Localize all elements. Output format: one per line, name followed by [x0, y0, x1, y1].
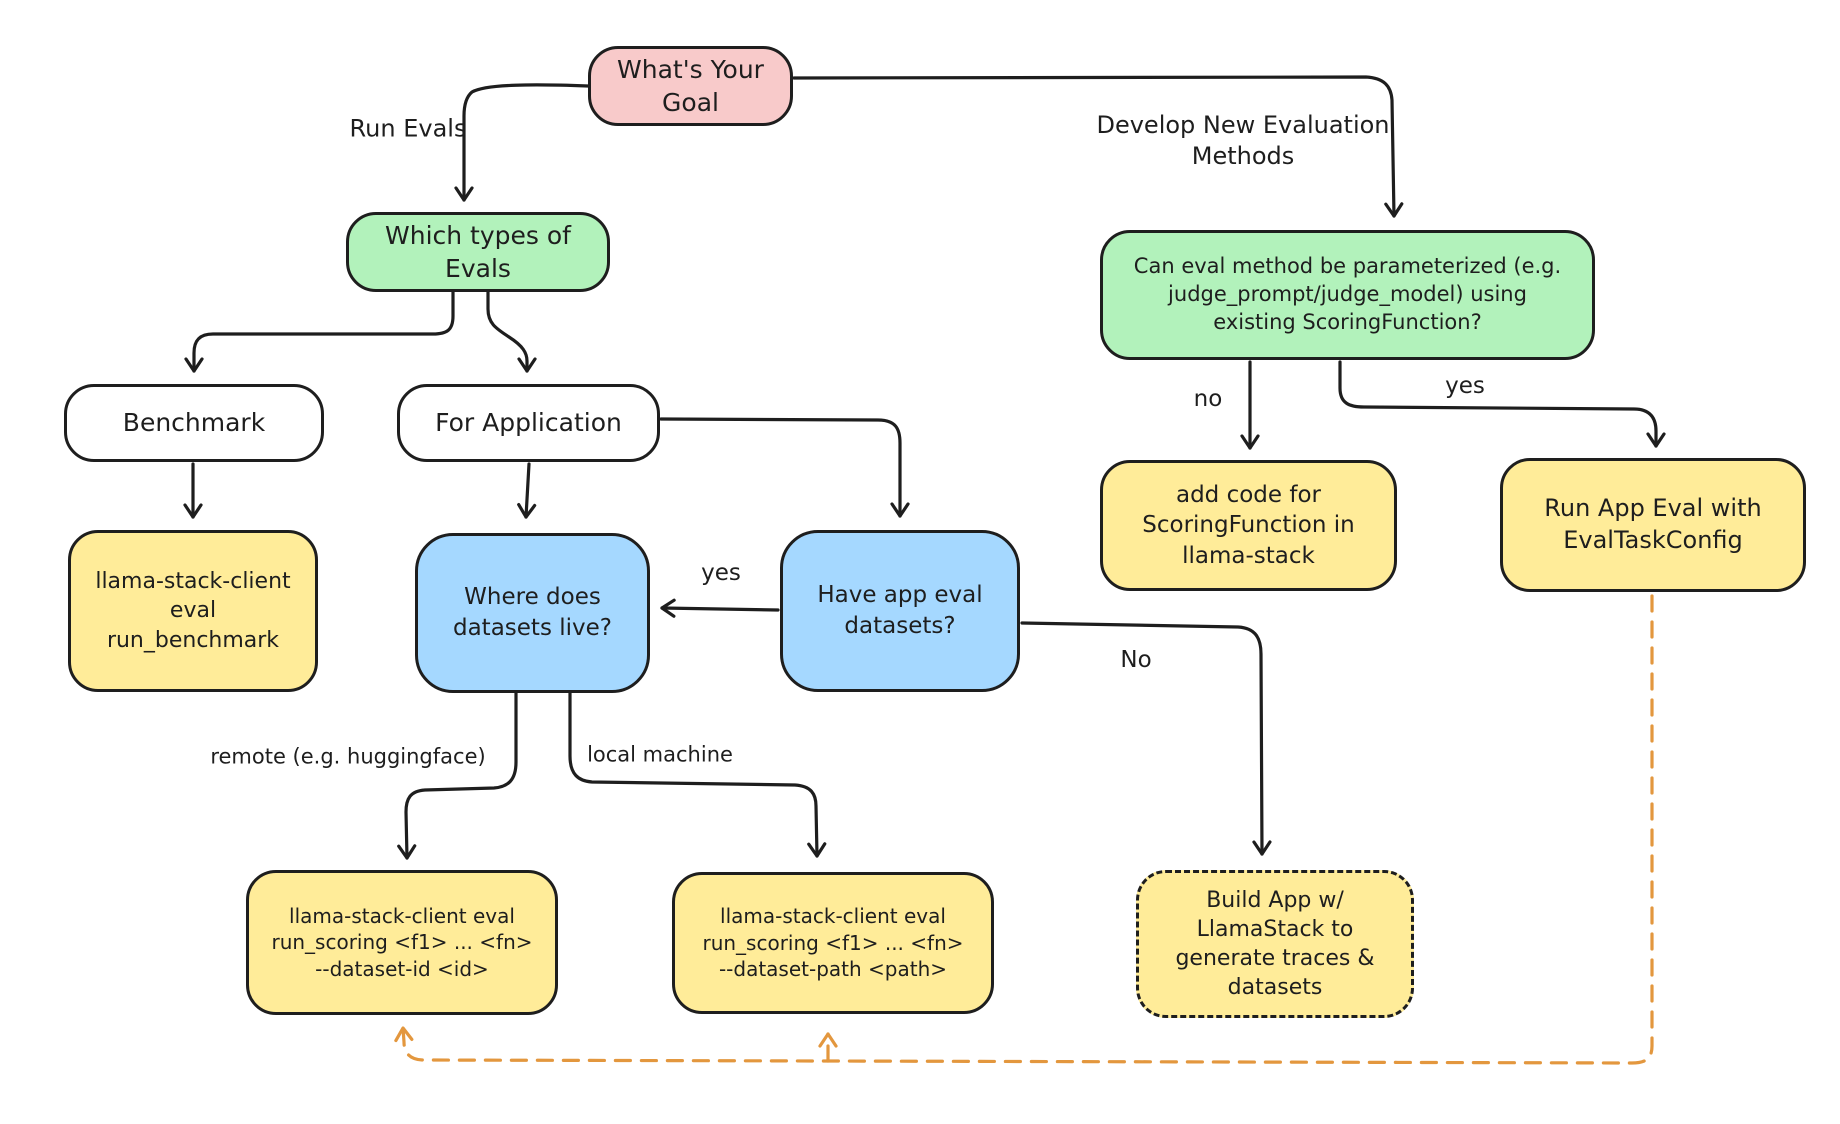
node-have-app-eval-datasets: Have app eval datasets? [780, 530, 1020, 692]
node-label-line: Goal [662, 88, 719, 117]
node-label-line: LlamaStack to [1196, 916, 1354, 942]
node-label-line: Benchmark [122, 408, 266, 438]
node-run-scoring-dataset-path-command: llama-stack-client eval run_scoring <f1>… [672, 872, 994, 1014]
edge-where-datasets-remote [397, 691, 518, 860]
node-where-does-datasets-live: Where does datasets live? [415, 533, 650, 693]
edge-where-datasets-local [568, 691, 827, 858]
node-benchmark: Benchmark [64, 384, 324, 462]
node-label-line: add code for [1175, 481, 1321, 508]
node-for-application: For Application [397, 384, 660, 462]
label-yes-parameterized: yes [1445, 373, 1485, 400]
edge-for-application-to-where-datasets [517, 462, 537, 519]
node-which-types-of-evals: Which types of Evals [346, 212, 610, 292]
label-yes-have-datasets: yes [701, 560, 741, 587]
node-label-line: existing ScoringFunction? [1213, 309, 1482, 334]
label-no-have-datasets: No [1120, 647, 1152, 674]
edge-have-datasets-yes-to-where-datasets [660, 598, 780, 618]
node-label-line: --dataset-path <path> [718, 957, 948, 982]
node-label-line: datasets? [844, 613, 956, 639]
edge-can-param-yes-to-run-app-eval [1338, 360, 1666, 448]
edge-have-datasets-no-to-build-app [1020, 621, 1272, 856]
node-label-line: Run App Eval with [1544, 494, 1762, 523]
node-label-line: llama-stack-client eval [720, 904, 946, 929]
node-label-line: Evals [445, 254, 511, 283]
label-no-parameterized: no [1193, 386, 1223, 413]
node-whats-your-goal: What's Your Goal [588, 46, 793, 126]
node-run-scoring-dataset-id-command: llama-stack-client eval run_scoring <f1>… [246, 870, 558, 1015]
edge-goal-to-which-types [454, 83, 590, 202]
node-label-line: Can eval method be parameterized (e.g. [1133, 254, 1562, 279]
edge-which-types-to-benchmark [184, 290, 455, 373]
label-line: Develop New Evaluation [1096, 110, 1390, 139]
node-build-app-with-llamastack: Build App w/ LlamaStack to generate trac… [1136, 870, 1414, 1018]
node-label-line: run_scoring <f1> ... <fn> [702, 930, 964, 955]
node-label-line: Have app eval [817, 582, 983, 609]
label-local-machine: local machine [587, 742, 733, 767]
label-run-evals: Run Evals [349, 114, 467, 143]
node-label-line: run_scoring <f1> ... <fn> [271, 930, 533, 955]
node-label-line: generate traces & [1175, 946, 1375, 971]
node-label-line: eval run_benchmark [106, 598, 280, 653]
node-label-line: --dataset-id <id> [315, 956, 489, 981]
node-label-line: Which types of [385, 220, 571, 250]
edge-which-types-to-for-application [486, 290, 537, 373]
label-develop-new-evaluation-methods: Develop New Evaluation Methods [1096, 110, 1389, 172]
node-label-line: Build App w/ [1206, 887, 1344, 913]
edge-for-application-to-have-datasets [659, 417, 910, 518]
node-label-line: llama-stack-client [95, 569, 291, 595]
label-line: Methods [1191, 142, 1295, 170]
node-add-code-for-scoringfunction: add code for ScoringFunction in llama-st… [1100, 460, 1397, 591]
node-label-line: ScoringFunction in [1142, 512, 1355, 539]
node-label-line: What's Your [617, 54, 764, 84]
node-label-line: datasets live? [452, 615, 612, 641]
node-label-line: llama-stack-client eval [289, 903, 515, 928]
node-run-app-eval-with-evaltaskconfig: Run App Eval with EvalTaskConfig [1500, 458, 1806, 592]
node-label-line: For Application [435, 408, 622, 438]
node-run-benchmark-command: llama-stack-client eval run_benchmark [68, 530, 318, 692]
node-can-eval-method-be-parameterized: Can eval method be parameterized (e.g. j… [1100, 230, 1595, 360]
edge-run-app-eval-feedback-dashed [394, 594, 1654, 1065]
label-remote-huggingface: remote (e.g. huggingface) [210, 744, 486, 769]
node-label-line: EvalTaskConfig [1563, 526, 1743, 554]
edge-goal-to-can-param [792, 75, 1404, 218]
node-label-line: datasets [1227, 975, 1323, 1001]
node-label-line: judge_prompt/judge_model) using [1168, 282, 1527, 307]
node-label-line: Where does [464, 584, 601, 611]
node-label-line: llama-stack [1182, 542, 1315, 569]
